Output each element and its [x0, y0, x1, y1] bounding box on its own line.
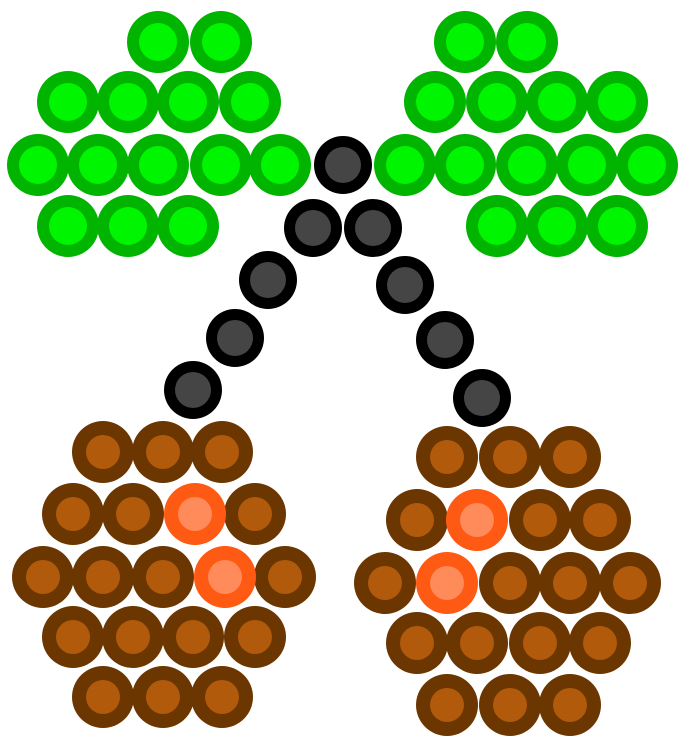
right-leaf-bead-5 [526, 71, 588, 133]
right-cherry-bead-3 [539, 426, 601, 488]
right-cherry-bead-14 [569, 612, 631, 674]
left-cherry-highlight-bead-2 [194, 546, 256, 608]
left-cherry-bead-5 [102, 483, 164, 545]
left-leaf-bead-3 [37, 71, 99, 133]
right-cherry-bead-5 [509, 489, 571, 551]
left-cherry-bead-4 [42, 483, 104, 545]
right-cherry-bead-15 [416, 674, 478, 736]
left-cherry-bead-13 [162, 606, 224, 668]
stem-bead-4 [239, 251, 297, 309]
left-leaf-bead-8 [67, 134, 129, 196]
right-cherry-bead-9 [539, 552, 601, 614]
right-leaf-bead-9 [496, 134, 558, 196]
right-cherry-bead-4 [386, 489, 448, 551]
left-cherry-bead-1 [72, 421, 134, 483]
right-leaf-bead-13 [526, 195, 588, 257]
left-cherry-bead-9 [132, 546, 194, 608]
right-cherry-highlight-bead-2 [416, 552, 478, 614]
left-cherry-bead-16 [132, 666, 194, 728]
right-leaf-bead-14 [586, 195, 648, 257]
stem-bead-3 [344, 199, 402, 257]
left-cherry-bead-8 [72, 546, 134, 608]
stem-bead-9 [453, 369, 511, 427]
right-cherry-bead-12 [446, 612, 508, 674]
left-leaf-bead-11 [249, 134, 311, 196]
left-leaf-bead-13 [97, 195, 159, 257]
right-cherry-bead-13 [509, 612, 571, 674]
left-leaf-bead-5 [157, 71, 219, 133]
left-cherry-bead-17 [191, 666, 253, 728]
right-cherry-bead-1 [416, 426, 478, 488]
right-cherry-bead-11 [386, 612, 448, 674]
right-leaf-bead-6 [586, 71, 648, 133]
stem-bead-7 [416, 311, 474, 369]
right-leaf-bead-2 [496, 11, 558, 73]
left-leaf-bead-14 [157, 195, 219, 257]
left-cherry-bead-12 [102, 606, 164, 668]
left-cherry-bead-7 [12, 546, 74, 608]
right-leaf-bead-11 [616, 134, 678, 196]
right-leaf-bead-8 [434, 134, 496, 196]
right-cherry-bead-8 [479, 552, 541, 614]
right-leaf-bead-1 [434, 11, 496, 73]
stem-bead-2 [284, 199, 342, 257]
right-cherry-bead-17 [539, 674, 601, 736]
stem-bead-1 [314, 136, 372, 194]
right-leaf-bead-7 [374, 134, 436, 196]
right-cherry-bead-6 [569, 489, 631, 551]
left-cherry-highlight-bead-1 [164, 483, 226, 545]
left-cherry-bead-14 [224, 606, 286, 668]
right-leaf-bead-10 [556, 134, 618, 196]
left-cherry-bead-10 [254, 546, 316, 608]
left-cherry-bead-15 [72, 666, 134, 728]
left-leaf-bead-6 [219, 71, 281, 133]
left-cherry-bead-11 [42, 606, 104, 668]
left-leaf-bead-4 [97, 71, 159, 133]
right-leaf-bead-12 [466, 195, 528, 257]
left-leaf-bead-2 [190, 11, 252, 73]
stem-bead-8 [164, 361, 222, 419]
right-leaf-bead-4 [466, 71, 528, 133]
right-cherry-bead-16 [479, 674, 541, 736]
right-cherry-bead-10 [599, 552, 661, 614]
left-leaf-bead-7 [7, 134, 69, 196]
left-cherry-bead-2 [132, 421, 194, 483]
right-cherry-bead-2 [479, 426, 541, 488]
stem-bead-5 [376, 256, 434, 314]
stem-bead-6 [206, 309, 264, 367]
left-cherry-bead-3 [191, 421, 253, 483]
left-leaf-bead-10 [190, 134, 252, 196]
left-leaf-bead-12 [37, 195, 99, 257]
right-cherry-bead-7 [354, 552, 416, 614]
left-leaf-bead-1 [127, 11, 189, 73]
right-leaf-bead-3 [404, 71, 466, 133]
right-cherry-highlight-bead-1 [446, 489, 508, 551]
left-leaf-bead-9 [127, 134, 189, 196]
left-cherry-bead-6 [224, 483, 286, 545]
